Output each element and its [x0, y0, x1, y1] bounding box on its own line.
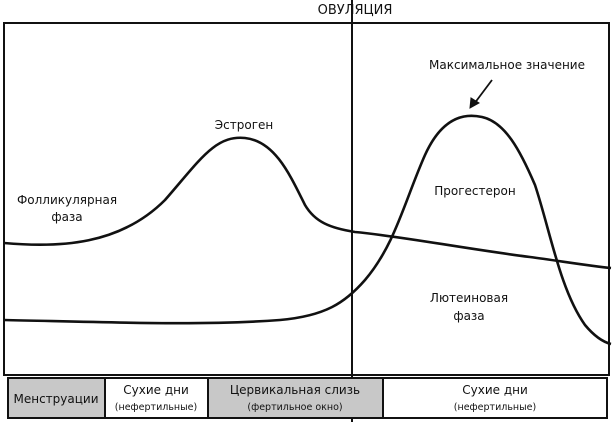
phase-label-menstruation: Менструации [13, 392, 98, 406]
luteal-phase-label-line2: фаза [453, 309, 484, 323]
peak-arrow [469, 79, 493, 109]
follicular-phase-label-line2: фаза [51, 210, 82, 224]
progesterone-curve [3, 114, 612, 346]
follicular-phase-label-line1: Фолликулярная [17, 193, 117, 207]
plot-frame [3, 22, 610, 376]
peak-label: Максимальное значение [429, 58, 585, 72]
phase-label-dry-days-1: Сухие дни [123, 383, 189, 397]
phase-label-dry-days-2: Сухие дни [462, 383, 528, 397]
phase-note-cervical-mucus: (фертильное окно) [247, 402, 342, 413]
phase-bar: Менструации Сухие дни (нефертильные) Цер… [7, 377, 608, 419]
luteal-phase-label-line1: Лютеиновая [430, 291, 508, 305]
phase-cell-dry-days-2 [382, 377, 608, 419]
progesterone-label: Прогестерон [434, 184, 515, 198]
estrogen-curve [3, 136, 612, 270]
phase-cell-cervical-mucus [207, 377, 384, 419]
phase-cell-menstruation [7, 377, 106, 419]
phase-note-dry-days-1: (нефертильные) [115, 402, 197, 413]
ovulation-label: ОВУЛЯЦИЯ [318, 3, 393, 18]
estrogen-label: Эстроген [215, 118, 273, 132]
phase-note-dry-days-2: (нефертильные) [454, 402, 536, 413]
phase-label-cervical-mucus: Цервикальная слизь [230, 383, 360, 397]
